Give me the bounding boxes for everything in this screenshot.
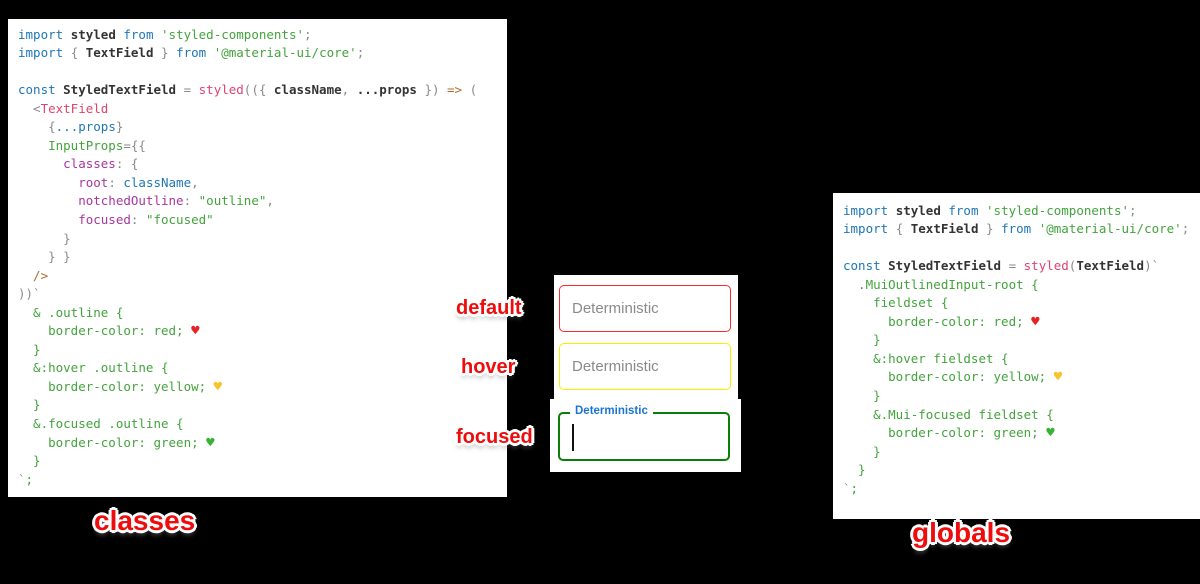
heart-icon: ♥ xyxy=(1053,369,1063,386)
code-line: &:hover .outline { xyxy=(18,360,169,376)
code-line: const StyledTextField = styled(({ classN… xyxy=(18,82,478,98)
code-line: fieldset { xyxy=(843,295,949,311)
code-line: border-color: red; ♥ xyxy=(18,323,200,340)
code-line: .MuiOutlinedInput-root { xyxy=(843,276,1039,292)
heart-icon: ♥ xyxy=(206,434,215,451)
code-line: border-color: green; ♥ xyxy=(18,434,215,451)
code-line: } xyxy=(843,443,881,459)
code-line: } xyxy=(843,462,866,478)
code-line: `; xyxy=(18,471,34,487)
code-line: root: className, xyxy=(18,174,199,190)
label-default: default xyxy=(456,297,522,319)
code-panel-classes: import styled from 'styled-components'; i… xyxy=(8,18,507,497)
code-line: InputProps={{ xyxy=(18,137,146,153)
textfield-hover[interactable] xyxy=(559,343,731,390)
heart-icon: ♥ xyxy=(191,323,200,340)
textfield-focused[interactable] xyxy=(558,412,730,461)
code-line: /> xyxy=(18,267,49,283)
code-line: } xyxy=(18,341,41,357)
code-line: import styled from 'styled-components'; xyxy=(18,26,312,42)
code-line: import styled from 'styled-components'; xyxy=(843,202,1137,218)
heart-icon: ♥ xyxy=(1031,313,1040,330)
textfield-default[interactable] xyxy=(559,285,731,332)
label-focused: focused xyxy=(456,426,533,448)
code-line: focused: "focused" xyxy=(18,211,214,227)
code-line: border-color: red; ♥ xyxy=(843,313,1040,330)
code-line: {...props} xyxy=(18,119,124,135)
code-panel-globals: import styled from 'styled-components'; i… xyxy=(833,192,1200,519)
code-line: import { TextField } from '@material-ui/… xyxy=(18,45,365,61)
code-line: } xyxy=(843,387,881,403)
textfield-floating-label: Deterministic xyxy=(570,405,653,417)
code-line: `; xyxy=(843,480,859,496)
code-line: ))` xyxy=(18,286,41,302)
code-line: classes: { xyxy=(18,156,139,172)
heart-icon: ♥ xyxy=(1046,425,1055,442)
code-line: import { TextField } from '@material-ui/… xyxy=(843,221,1190,237)
text-caret xyxy=(572,424,574,451)
code-line: border-color: green; ♥ xyxy=(843,425,1055,442)
code-line: &:hover fieldset { xyxy=(843,350,1009,366)
code-line xyxy=(18,63,507,82)
label-hover: hover xyxy=(461,356,516,378)
code-line: &.Mui-focused fieldset { xyxy=(843,406,1054,422)
code-line: notchedOutline: "outline", xyxy=(18,193,274,209)
code-line: border-color: yellow; ♥ xyxy=(18,378,223,395)
code-line: } xyxy=(18,397,41,413)
code-line: <TextField xyxy=(18,100,109,116)
label-globals: globals xyxy=(912,517,1011,548)
code-line: } xyxy=(18,453,41,469)
code-line: & .outline { xyxy=(18,304,124,320)
code-line: const StyledTextField = styled(TextField… xyxy=(843,258,1160,274)
code-line: } xyxy=(18,230,71,246)
code-line: &.focused .outline { xyxy=(18,415,184,431)
code-line: } } xyxy=(18,249,71,265)
heart-icon: ♥ xyxy=(213,378,223,395)
code-line: } xyxy=(843,332,881,348)
code-line xyxy=(843,239,1200,258)
code-line: border-color: yellow; ♥ xyxy=(843,369,1063,386)
label-classes: classes xyxy=(94,505,196,536)
